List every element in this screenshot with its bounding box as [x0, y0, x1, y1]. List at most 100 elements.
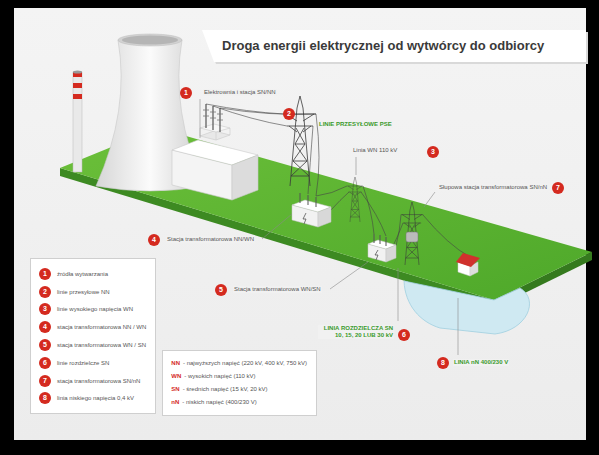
voltage-description: - najwyższych napięć (220 kV, 400 kV, 75… — [183, 360, 307, 366]
legend-text: linia niskiego napięcia 0,4 kV — [57, 395, 134, 401]
pole-transformer — [406, 232, 418, 242]
leader-line — [424, 192, 435, 207]
chimney — [73, 94, 82, 99]
legend-text: linie rozdzielcze SN — [57, 360, 109, 366]
legend-number: 3 — [39, 303, 51, 315]
leader-line — [330, 262, 368, 289]
pole-pylon — [401, 202, 423, 265]
legend-row: 5 stacja transformatorowa WN / SN — [39, 336, 146, 354]
legend-text: stacja transformatorowa NN / WN — [57, 324, 146, 330]
voltage-row: NN- najwyższych napięć (220 kV, 400 kV, … — [171, 357, 307, 370]
power-wires — [308, 126, 313, 194]
title-panel — [202, 30, 588, 64]
voltage-description: - średnich napięć (15 kV, 20 kV) — [183, 386, 268, 392]
leader-line — [262, 214, 292, 239]
title-panel — [202, 30, 586, 62]
legend-row: 2 linie przesyłowe NN — [39, 283, 146, 301]
power-wires — [206, 104, 470, 257]
substation-nn-wn — [292, 193, 331, 227]
substation-wn-sn — [368, 234, 396, 262]
power-wires — [220, 108, 316, 114]
cooling-tower — [118, 34, 182, 46]
power-wires — [316, 186, 347, 196]
legend-text: linie przesyłowe NN — [57, 289, 110, 295]
chimney — [73, 71, 82, 173]
legend-number: 5 — [39, 339, 51, 351]
callout-label: Elektrownia i stacja SN/NN — [203, 89, 277, 96]
legend-number: 7 — [39, 375, 51, 387]
voltage-abbreviation: WN — [171, 373, 181, 379]
callout-number: 5 — [215, 284, 227, 296]
leader-line — [200, 99, 458, 355]
callout-label: Słupowa stacja transformatorowa SN/nN — [438, 184, 548, 191]
line-name: LINIE PRZESYŁOWE PSE — [318, 121, 393, 128]
legend-number: 8 — [39, 392, 51, 404]
chimney — [73, 71, 82, 74]
legend-text: źródła wytwarzania — [57, 271, 108, 277]
hv-pylon — [347, 177, 363, 222]
callout-label: Stacja transformatorowa WN/SN — [233, 286, 322, 293]
legend-row: 3 linie wysokiego napięcia WN — [39, 301, 146, 319]
line-name: LINIA ROZDZIELCZA SN 10, 15, 20 LUB 30 k… — [318, 325, 394, 339]
voltage-row: WN- wysokich napięć (110 kV) — [171, 370, 307, 383]
legend-text: stacja transformatorowa SN/nN — [57, 378, 140, 384]
power-plant — [200, 131, 230, 140]
callout-number: 1 — [180, 87, 192, 99]
legend-row: 7 stacja transformatorowa SN/nN — [39, 372, 146, 390]
voltage-abbreviation: nN — [171, 399, 179, 405]
transmission-pylon — [284, 96, 316, 186]
legend-text: linie wysokiego napięcia WN — [57, 306, 133, 312]
substation-wn-sn — [386, 245, 396, 262]
legend-number: 4 — [39, 321, 51, 333]
voltage-key-box: NN- najwyższych napięć (220 kV, 400 kV, … — [162, 350, 317, 416]
legend-number: 2 — [39, 286, 51, 298]
legend-row: 6 linie rozdzielcze SN — [39, 354, 146, 372]
substation-nn-wn — [318, 207, 331, 227]
chimney — [73, 83, 82, 88]
power-wires — [423, 215, 470, 257]
callout-label: Linia WN 110 kV — [352, 147, 398, 154]
legend-row: 1 źródła wytwarzania — [39, 265, 146, 283]
substation-wn-sn — [374, 234, 386, 246]
power-wires — [331, 192, 349, 210]
leader-line — [398, 268, 399, 321]
power-plant — [203, 110, 223, 120]
pole-transformer — [406, 232, 418, 242]
cooling-tower — [122, 36, 178, 45]
voltage-row: nN- niskich napięć (400/230 V) — [171, 396, 307, 409]
power-plant — [172, 104, 258, 200]
leader-line — [200, 99, 201, 138]
power-plant — [200, 124, 230, 132]
voltage-row: SN - średnich napięć (15 kV, 20 kV) — [171, 383, 307, 396]
voltage-abbreviation: SN — [171, 386, 179, 392]
chimney — [73, 72, 82, 172]
house — [456, 253, 480, 267]
water — [404, 281, 530, 334]
power-wires — [363, 186, 374, 234]
voltage-description: - wysokich napięć (110 kV) — [184, 373, 255, 379]
callout-number: 8 — [437, 357, 449, 369]
callout-number: 2 — [283, 108, 295, 120]
legend-row: 8 linia niskiego napięcia 0,4 kV — [39, 390, 146, 408]
substation-nn-wn — [300, 193, 316, 207]
substation-wn-sn — [375, 250, 378, 260]
leader-line — [458, 298, 459, 355]
callout-number: 6 — [398, 329, 410, 341]
power-wires — [206, 104, 284, 114]
line-name: LINIA nN 400/230 V — [453, 359, 509, 366]
power-plant — [200, 128, 230, 140]
house — [456, 253, 480, 276]
voltage-description: - niskich napięć (400/230 V) — [182, 399, 256, 405]
title-text: Droga energii elektrycznej od wytwórcy d… — [222, 38, 544, 54]
callout-number: 4 — [148, 234, 160, 246]
power-plant — [232, 155, 258, 200]
voltage-abbreviation: NN — [171, 360, 180, 366]
legend-text: stacja transformatorowa WN / SN — [57, 342, 146, 348]
legend-number: 1 — [39, 268, 51, 280]
substation-nn-wn — [303, 213, 306, 224]
callout-number: 3 — [427, 146, 439, 158]
legend-number: 6 — [39, 357, 51, 369]
power-wires — [361, 192, 386, 236]
